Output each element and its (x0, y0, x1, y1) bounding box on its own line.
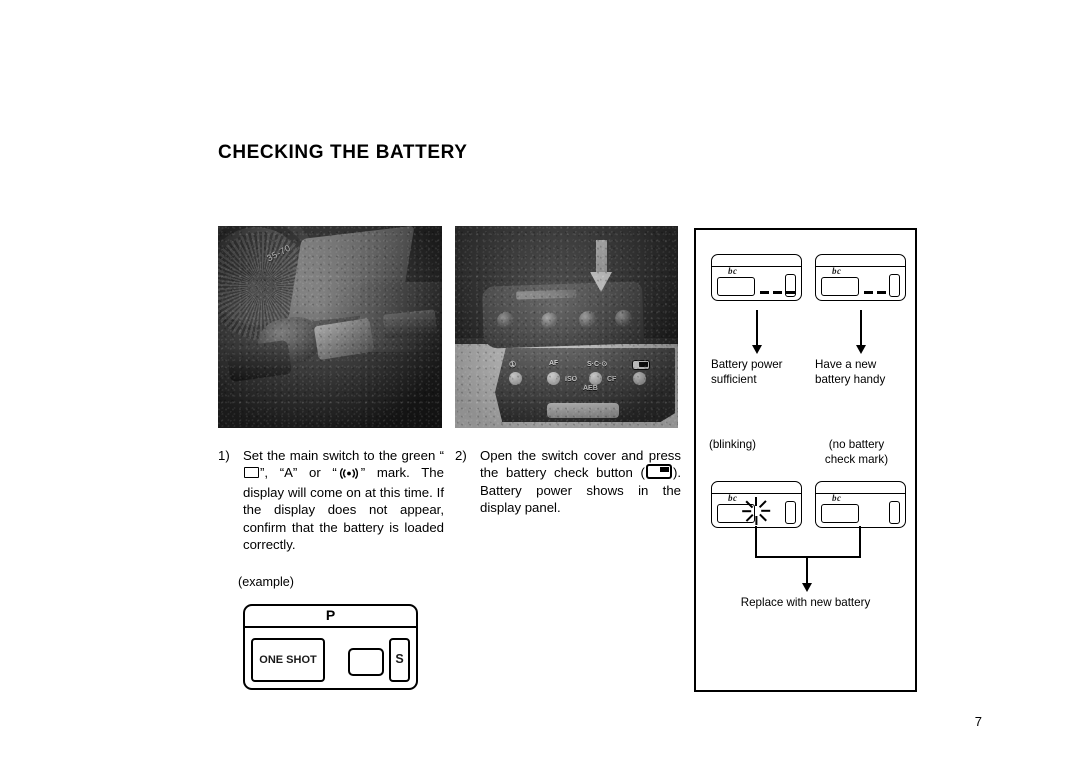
pointer-arrow-icon (590, 240, 612, 292)
lcd-battery-segments-3 (760, 291, 795, 294)
lcd-divider (816, 266, 905, 267)
blinking-starburst-icon (741, 496, 771, 526)
remote-mark-icon (338, 466, 360, 483)
af-button (547, 372, 560, 385)
connector-left-vertical (755, 526, 757, 558)
connector-horizontal (755, 556, 861, 558)
arrow-to-sufficient-caption (752, 310, 762, 354)
lcd-right-box (889, 274, 900, 297)
example-center-box (348, 648, 384, 676)
step-1-text-a: Set the main switch to the green “ (243, 448, 444, 463)
plate-button-1 (496, 311, 515, 330)
lcd-divider (816, 493, 905, 494)
lcd-right-box (889, 501, 900, 524)
flash-label: ① (509, 360, 517, 369)
lcd-battery-segments-2 (864, 291, 886, 294)
step-2: 2) Open the switch cover and press the b… (455, 447, 681, 517)
lcd-bc-label: bc (832, 266, 842, 276)
lcd-battery-no-mark: bc (815, 481, 906, 528)
step-1-number: 1) (218, 448, 230, 463)
note-line-1: (no battery (828, 438, 885, 451)
example-display-panel: P ONE SHOT S (243, 604, 418, 690)
lcd-right-box (785, 501, 796, 524)
lcd-left-box (821, 277, 859, 296)
step-1: 1) Set the main switch to the green “ ”, … (218, 447, 444, 553)
button-spot (368, 344, 380, 356)
step-2-text-a: Open the switch cover and press the batt… (480, 448, 681, 481)
green-rect-mark-icon (244, 467, 259, 479)
lcd-bc-label: bc (728, 266, 738, 276)
control-plate-shape (481, 281, 645, 349)
cf-label: CF (607, 376, 617, 383)
example-af-mode-label: ONE SHOT (259, 654, 317, 666)
lcd-bc-label: bc (728, 493, 738, 503)
button-panel-closeup: ① AF ISO S·C·⊙ CF AEB (495, 348, 675, 422)
lcd-divider (712, 266, 801, 267)
plate-button-3 (578, 310, 597, 329)
lcd-left-box (717, 504, 755, 523)
battery-indicator-panel: bc Battery power sufficient bc Have a ne… (694, 228, 917, 692)
flash-button (509, 372, 522, 385)
caption-line-1: Battery power (711, 358, 783, 371)
lcd-bc-label: bc (832, 493, 842, 503)
arrow-head (590, 272, 612, 292)
example-mode-label: P (325, 607, 336, 623)
photo-camera-top-main-switch: 35-70 (218, 226, 442, 428)
battery-check-button (633, 372, 646, 385)
step-1-text: Set the main switch to the green “ ”, “A”… (243, 447, 444, 553)
page-number: 7 (974, 714, 982, 729)
note-no-check-mark: (no battery check mark) (804, 438, 909, 467)
caption-line-2: battery handy (815, 372, 886, 386)
button-panel-inner: ① AF ISO S·C·⊙ CF AEB (505, 358, 665, 414)
step-2-text-b: ). Battery power shows in the display pa… (480, 465, 681, 516)
caption-battery-sufficient: Battery power sufficient (711, 358, 783, 387)
caption-replace-battery: Replace with new battery (740, 596, 871, 609)
lcd-divider (712, 493, 801, 494)
af-label: AF (549, 360, 559, 367)
example-divider (245, 626, 416, 628)
panel-window (547, 403, 619, 418)
example-drive-box: S (389, 638, 410, 682)
aeb-label: AEB (583, 385, 598, 392)
photo-switch-cover-battery-check: ① AF ISO S·C·⊙ CF AEB (455, 226, 678, 428)
connector-right-vertical (859, 526, 861, 558)
caption-line-1: Have a new (815, 358, 877, 371)
example-af-mode-box: ONE SHOT (251, 638, 325, 682)
step-1-text-b: ”, “A” or “ (260, 465, 337, 481)
caption-battery-low: Have a new battery handy (815, 358, 885, 387)
arrow-to-replace-caption (802, 556, 812, 592)
page-title: CHECKING THE BATTERY (218, 142, 468, 163)
drive-label: S·C·⊙ (587, 361, 608, 368)
lcd-right-box (785, 274, 796, 297)
battery-check-icon (632, 360, 650, 370)
plate-slot (516, 289, 577, 300)
plate-button-2 (540, 312, 559, 330)
battery-check-button-icon (645, 464, 672, 480)
step-2-text: Open the switch cover and press the batt… (480, 447, 681, 517)
arrow-stem (596, 240, 607, 274)
arrow-to-low-caption (856, 310, 866, 354)
iso-label: ISO (565, 376, 578, 383)
note-blinking: (blinking) (709, 438, 757, 451)
step-2-number: 2) (455, 448, 467, 463)
example-drive-label: S (395, 652, 404, 667)
step-1-text-c: ” mark. The display will come on at this… (243, 465, 444, 553)
lcd-battery-sufficient: bc (711, 254, 802, 301)
drive-button (589, 372, 602, 385)
note-line-2: check mark) (824, 452, 889, 466)
caption-line-2: sufficient (711, 372, 757, 386)
lcd-left-box (717, 277, 755, 296)
lcd-battery-low: bc (815, 254, 906, 301)
lcd-left-box (821, 504, 859, 523)
example-label: (example) (238, 575, 294, 589)
plate-button-4 (614, 309, 633, 328)
